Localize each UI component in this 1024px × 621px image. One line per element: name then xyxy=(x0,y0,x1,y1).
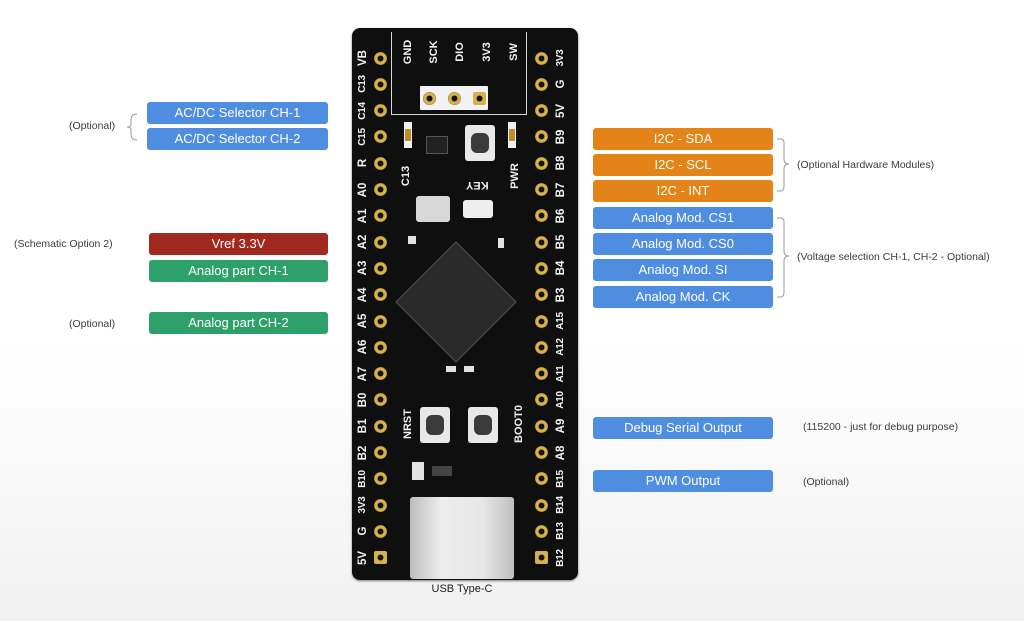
i2c-bracket xyxy=(777,138,790,192)
left-header-pin xyxy=(373,446,387,459)
left-header-pin xyxy=(373,51,387,65)
smd-b xyxy=(498,238,504,248)
debug-serial-note: (115200 - just for debug purpose) xyxy=(803,421,959,433)
swd-header-pin xyxy=(422,91,436,105)
key-button xyxy=(465,125,495,161)
debug-serial-label: Debug Serial Output xyxy=(593,417,773,439)
swd-header-outline xyxy=(391,32,527,115)
left-header-pin xyxy=(373,340,387,354)
left-pin-label: 5V xyxy=(357,550,369,565)
right-header-pin xyxy=(534,235,548,249)
right-pin-label: B12 xyxy=(555,548,566,567)
left-header-pin xyxy=(373,104,387,118)
left-header-pin xyxy=(373,393,387,407)
left-header-pin xyxy=(373,551,387,565)
left-header-pin xyxy=(373,130,387,144)
analog-mod-ck-label: Analog Mod. CK xyxy=(593,286,773,308)
left-header-pin xyxy=(373,367,387,381)
smd-c xyxy=(446,366,456,372)
right-header-pin xyxy=(534,104,548,118)
right-header-pin xyxy=(534,419,548,433)
vref-label: Vref 3.3V xyxy=(149,233,328,255)
right-header-pin xyxy=(534,130,548,144)
i2c-scl-label: I2C - SCL xyxy=(593,154,773,176)
right-header-pin xyxy=(534,551,548,565)
smd-e xyxy=(412,462,424,480)
right-header-pin xyxy=(534,340,548,354)
analog-ch2-label: Analog part CH-2 xyxy=(149,312,328,334)
right-header-pin xyxy=(534,446,548,459)
acdc-ch1-label: AC/DC Selector CH-1 xyxy=(147,102,328,124)
analog-mod-bracket xyxy=(777,217,790,298)
left-header-pin xyxy=(373,498,387,512)
right-header-pin xyxy=(534,261,548,275)
right-header-pin xyxy=(534,209,548,223)
crystal-hse xyxy=(416,196,450,222)
right-header-pin xyxy=(534,498,548,512)
left-header-pin xyxy=(373,524,387,538)
boot0-silk: BOOT0 xyxy=(512,405,525,443)
pwr-led xyxy=(508,122,516,148)
swd-header-pin xyxy=(472,91,486,105)
analog-ch1-label: Analog part CH-1 xyxy=(149,260,328,282)
left-header-pin xyxy=(373,209,387,223)
crystal-lse xyxy=(463,200,493,218)
regulator xyxy=(426,136,448,154)
usb-c-connector xyxy=(410,497,514,579)
pwm-output-label: PWM Output xyxy=(593,470,773,492)
swd-pin-label: SW xyxy=(508,43,520,61)
c13-silk: C13 xyxy=(400,165,413,187)
right-header-pin xyxy=(534,472,548,486)
right-header-pin xyxy=(534,314,548,328)
left-header-pin xyxy=(373,183,387,196)
i2c-group-note: (Optional Hardware Modules) xyxy=(797,159,935,171)
nrst-silk: NRST xyxy=(401,409,414,439)
swd-pin-label: GND xyxy=(402,39,414,65)
right-header-pin xyxy=(534,77,548,91)
nrst-button xyxy=(420,407,450,443)
left-header-pin xyxy=(373,419,387,433)
left-header-pin xyxy=(373,77,387,91)
smd-f xyxy=(432,466,452,476)
smd-d xyxy=(464,366,474,372)
vref-option-note: (Schematic Option 2) xyxy=(14,238,113,250)
analog-mod-cs1-label: Analog Mod. CS1 xyxy=(593,207,773,229)
swd-pin-label: SCK xyxy=(428,40,440,64)
swd-header-pin xyxy=(447,91,461,105)
i2c-int-label: I2C - INT xyxy=(593,180,773,202)
right-header-pin xyxy=(534,51,548,65)
smd-a xyxy=(408,236,416,244)
boot0-button xyxy=(468,407,498,443)
usb-caption: USB Type-C xyxy=(431,583,493,595)
left-header-pin xyxy=(373,314,387,328)
ac-dc-bracket xyxy=(126,113,138,141)
right-header-pin xyxy=(534,393,548,407)
right-header-pin xyxy=(534,288,548,302)
left-header-pin xyxy=(373,472,387,486)
left-header-pin xyxy=(373,156,387,170)
acdc-ch2-label: AC/DC Selector CH-2 xyxy=(147,128,328,150)
i2c-sda-label: I2C - SDA xyxy=(593,128,773,150)
left-header-pin xyxy=(373,235,387,249)
analog-mod-si-label: Analog Mod. SI xyxy=(593,259,773,281)
analog-ch2-optional-note: (Optional) xyxy=(69,318,116,330)
pwm-optional-note: (Optional) xyxy=(803,476,850,488)
acdc-optional-note: (Optional) xyxy=(69,120,116,132)
analog-mod-cs0-label: Analog Mod. CS0 xyxy=(593,233,773,255)
right-header-pin xyxy=(534,183,548,196)
left-header-pin xyxy=(373,288,387,302)
swd-pin-label: DIO xyxy=(454,42,466,62)
c13-led xyxy=(404,122,412,148)
pwr-silk: PWR xyxy=(508,163,521,189)
right-header-pin xyxy=(534,367,548,381)
right-header-pin xyxy=(534,524,548,538)
left-header-pin xyxy=(373,261,387,275)
right-header-pin xyxy=(534,156,548,170)
swd-pin-label: 3V3 xyxy=(481,42,493,62)
key-silk: KEY xyxy=(466,179,489,191)
analog-mod-group-note: (Voltage selection CH-1, CH-2 - Optional… xyxy=(797,251,990,263)
